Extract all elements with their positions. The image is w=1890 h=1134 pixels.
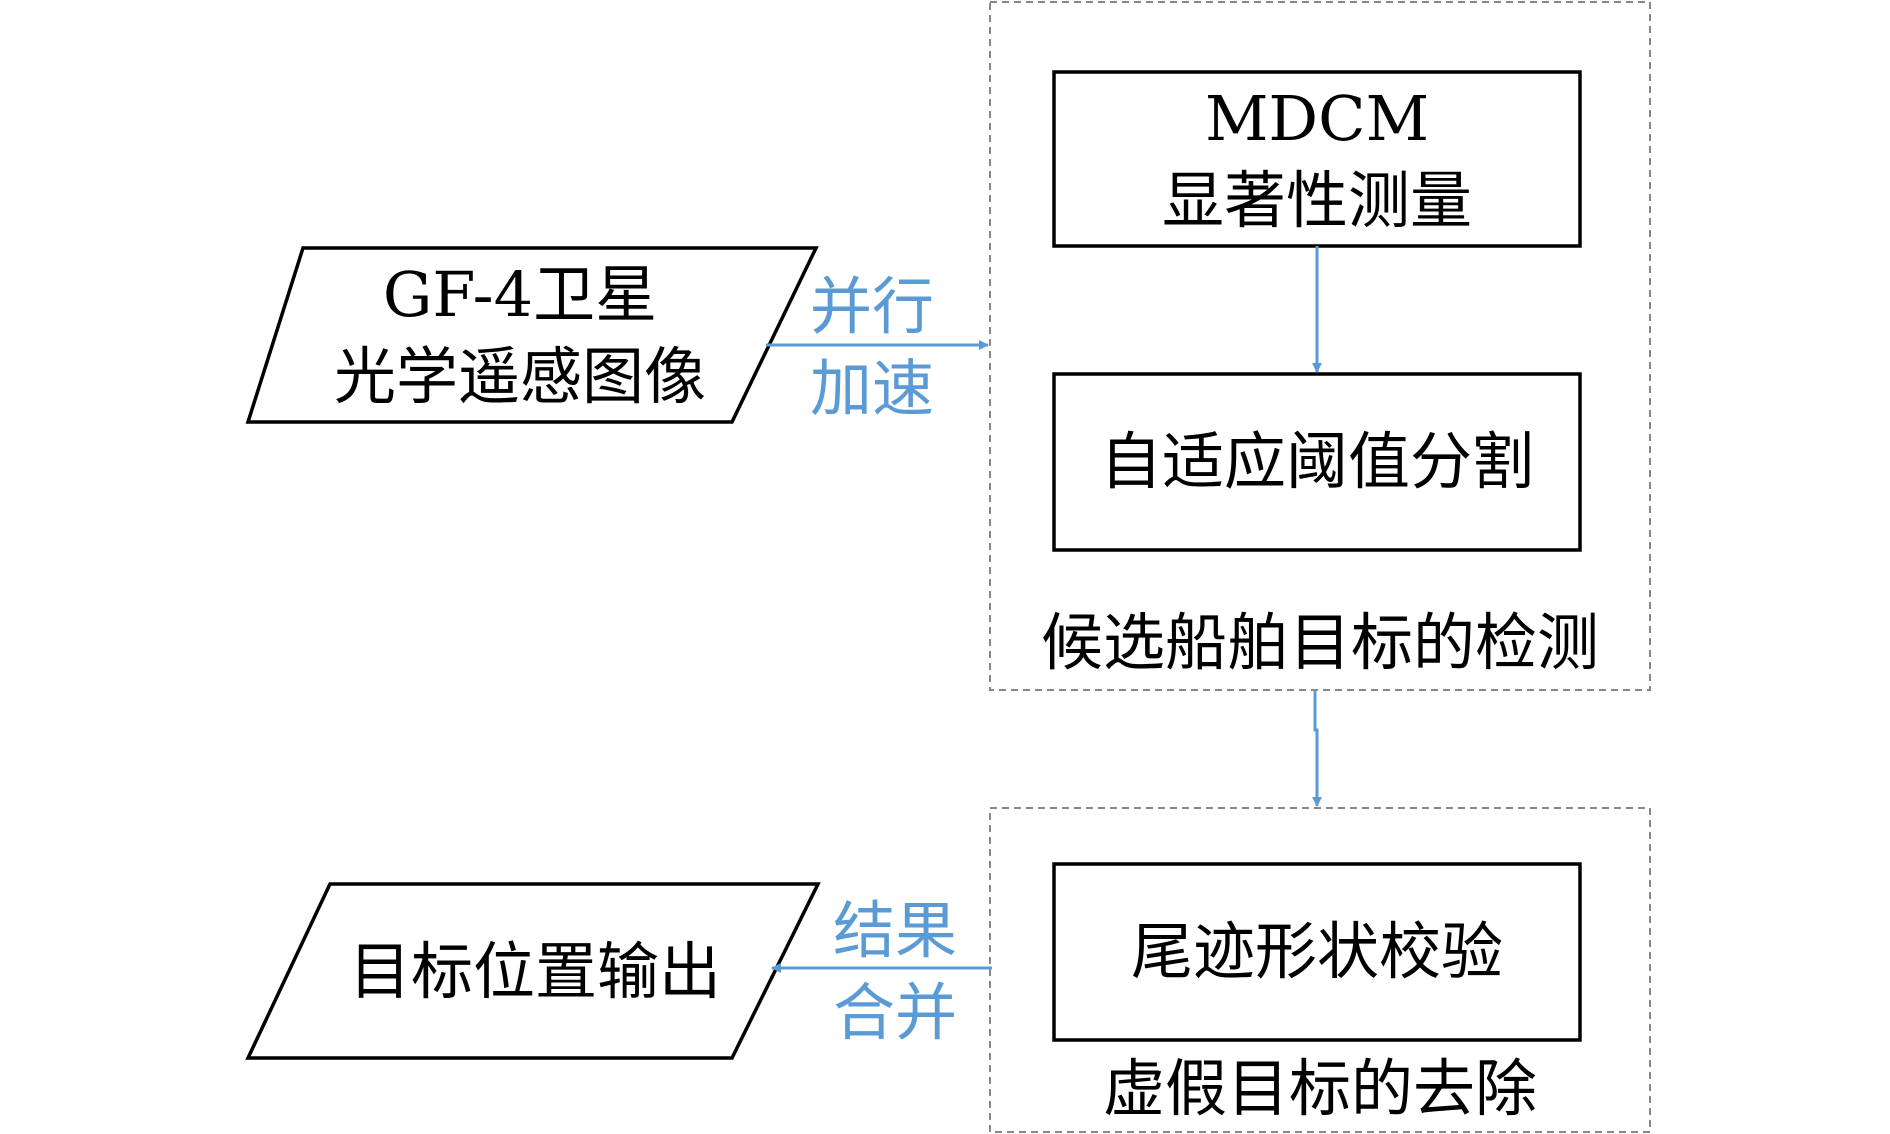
arrow-detection-to-removal — [1312, 690, 1322, 807]
wake-box — [1052, 862, 1582, 1042]
wake-box-label: 尾迹形状校验 — [1130, 915, 1503, 988]
result-merge-label: 结果 合并 — [815, 890, 975, 1054]
detection-group-frame — [989, 1, 1651, 691]
input-label-line2: 光学遥感图像 — [333, 340, 706, 413]
removal-group-caption: 虚假目标的去除 — [1102, 1052, 1537, 1125]
input-parallelogram — [245, 246, 819, 424]
threshold-box — [1052, 372, 1582, 552]
merge-label-line1: 结果 — [832, 894, 957, 967]
parallel-acceleration-label: 并行 加速 — [792, 266, 952, 430]
output-parallelogram — [245, 882, 821, 1060]
output-label: 目标位置输出 — [348, 935, 721, 1008]
input-label-line1: GF-4卫星 — [382, 258, 658, 331]
saliency-box — [1052, 70, 1582, 248]
detection-group-caption: 候选船舶目标的检测 — [1040, 606, 1599, 679]
saliency-label-line2: 显著性测量 — [1161, 164, 1472, 237]
threshold-box-label: 自适应阈值分割 — [1099, 425, 1534, 498]
merge-label-line2: 合并 — [832, 976, 957, 1049]
parallel-label-line1: 并行 — [809, 270, 934, 343]
parallel-label-line2: 加速 — [809, 352, 934, 425]
input-label: GF-4卫星 光学遥感图像 — [290, 254, 750, 418]
removal-group-frame — [989, 807, 1651, 1133]
saliency-label-line1: MDCM — [1204, 82, 1430, 155]
saliency-box-label: MDCM 显著性测量 — [1054, 78, 1580, 242]
